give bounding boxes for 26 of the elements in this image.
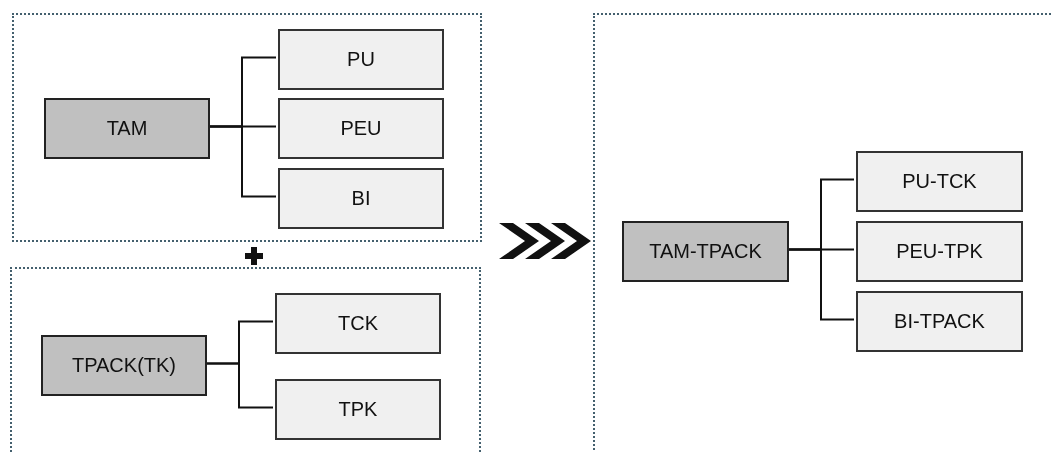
node-label: PEU	[340, 116, 382, 141]
node-label: TAM-TPACK	[649, 239, 762, 264]
node-label: TAM	[106, 116, 148, 141]
factor-box	[275, 293, 441, 354]
node-label: BI	[351, 186, 371, 211]
concept-box	[44, 98, 210, 159]
node-label: PEU-TPK	[896, 239, 983, 264]
concept-box	[41, 335, 207, 396]
factor-box	[275, 379, 441, 440]
factor-box	[278, 168, 444, 229]
node-label: TPK	[338, 397, 378, 422]
factor-box	[278, 98, 444, 159]
factor-box	[856, 221, 1023, 282]
node-label: PU-TCK	[902, 169, 977, 194]
node-label: TCK	[338, 311, 378, 336]
dotted-panel	[593, 13, 1051, 452]
concept-box	[622, 221, 789, 282]
chevron-arrow	[499, 223, 591, 259]
dotted-panel	[10, 267, 481, 452]
factor-box	[856, 291, 1023, 352]
node-label: PU	[347, 47, 375, 72]
factor-box	[856, 151, 1023, 212]
factor-box	[278, 29, 444, 90]
node-label: TPACK(TK)	[71, 353, 177, 378]
dotted-panel	[12, 13, 482, 242]
node-label: BI-TPACK	[894, 309, 985, 334]
